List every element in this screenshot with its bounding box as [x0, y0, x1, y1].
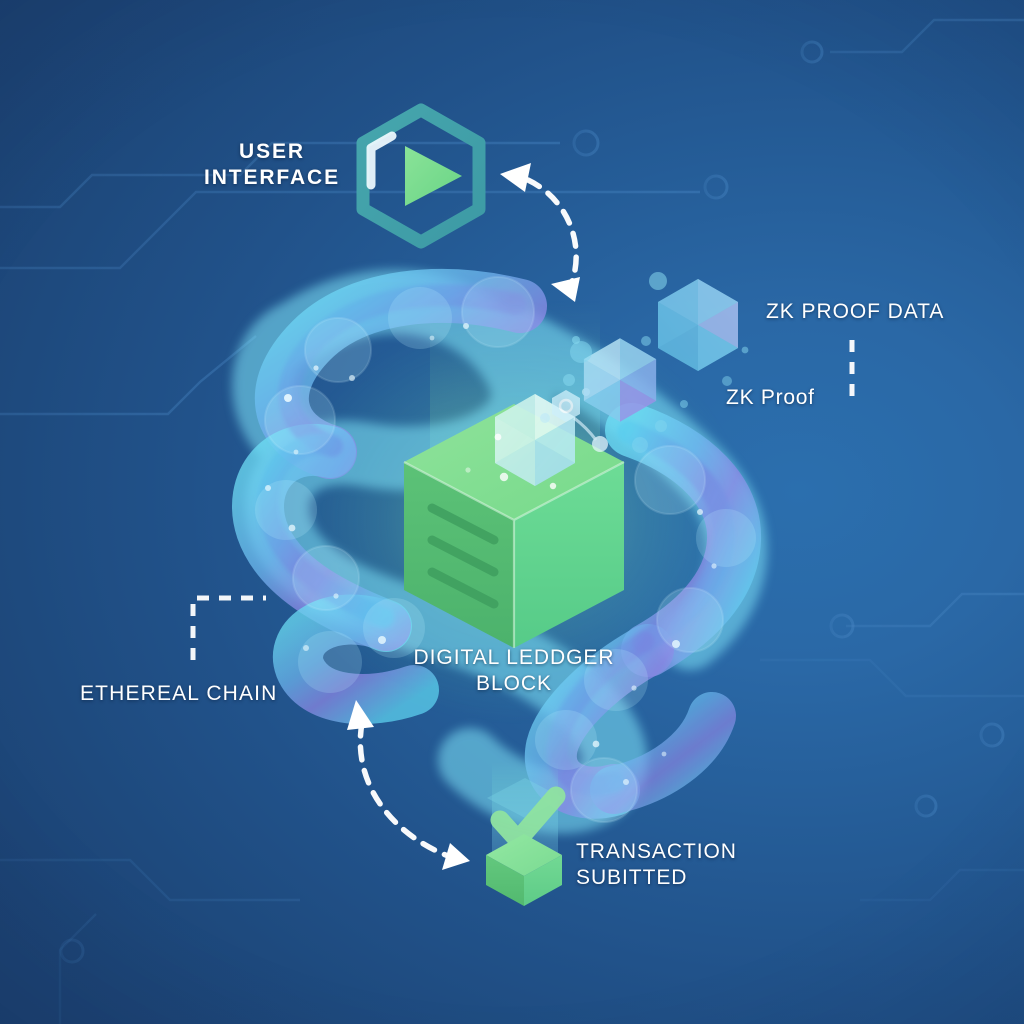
label-ethereal-chain: ETHEREAL CHAIN	[80, 682, 278, 705]
label-zk-proof: ZK Proof	[726, 386, 815, 409]
curved-dashed-double-arrow-icon-top	[500, 163, 580, 302]
curved-dashed-double-arrow-icon-bottom	[347, 700, 470, 870]
label-digital-ledger-block: DIGITAL LEDDGER BLOCK	[413, 646, 615, 695]
label-user-interface: USER INTERFACE	[203, 140, 341, 189]
label-transaction-submitted: TRANSACTION SUBITTED	[576, 840, 737, 889]
label-zk-proof-data: ZK PROOF DATA	[766, 300, 945, 323]
elbow-dashed-connector-icon	[190, 595, 266, 660]
